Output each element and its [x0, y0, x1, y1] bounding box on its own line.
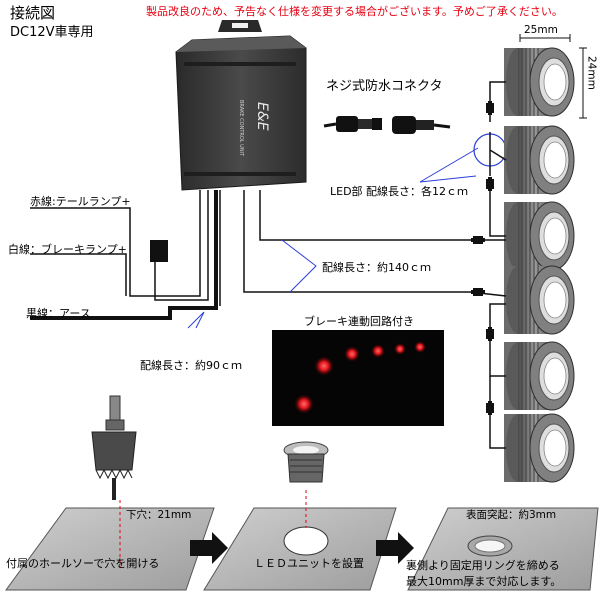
brake-circuit-label: ブレーキ連動回路付き [304, 315, 414, 328]
led-unit-5 [503, 341, 575, 411]
drilled-hole [283, 526, 329, 556]
white-wire-label: 白線：ブレーキランプ+ [8, 243, 127, 256]
hole-saw-illustration [91, 395, 137, 500]
arrow-icon [190, 532, 228, 564]
black-wire-label: 黒線：アース [26, 307, 91, 320]
controller-brand-text: BRAKE CONTROL UNIT [238, 100, 244, 157]
led-unit-6 [503, 413, 575, 483]
main-wire-length-label: 配線長さ：約140ｃｍ [322, 261, 431, 274]
led-unit-4 [503, 265, 575, 335]
main-wiring [30, 190, 470, 320]
waterproof-connector-photo [323, 116, 451, 134]
step2-label: ＬＥＤユニットを設置 [254, 557, 364, 570]
dimension-height: 24mm [585, 56, 598, 90]
length-bracket-led [419, 147, 479, 183]
led-group-lower [503, 265, 575, 483]
installed-led-illustration [467, 535, 513, 557]
brake-demo-leds [294, 341, 426, 414]
dimension-marks [519, 34, 587, 119]
page-subtitle: DC12V車専用 [10, 25, 94, 40]
step1-label: 付属のホールソーで穴を開ける [6, 557, 160, 570]
length-bracket-main [281, 239, 317, 293]
spec-change-notice: 製品改良のため、予告なく仕様を変更する場合がございます。予めご了承ください。 [146, 5, 563, 18]
led-unit-1 [503, 47, 575, 117]
step3-label-line1: 裏側より固定用リングを締める [406, 559, 560, 572]
splice-connector [150, 240, 168, 262]
connector-label: ネジ式防水コネクタ [326, 79, 443, 94]
controller-unit: E&E BRAKE CONTROL UNIT [175, 20, 307, 191]
length-bracket-power [187, 311, 205, 329]
hole-size-label: 下穴：21mm [126, 509, 192, 521]
red-wire-label: 赤線:テールランプ+ [30, 195, 131, 208]
step-arrows [190, 532, 414, 564]
arrow-icon [376, 532, 414, 564]
led-unit-install-illustration [283, 441, 329, 483]
led-unit-3 [503, 201, 575, 271]
led-wire-length-label: LED部 配線長さ：各12ｃｍ [330, 185, 469, 198]
led-unit-2 [503, 125, 575, 195]
led-chain-wiring [469, 81, 507, 449]
dimension-width: 25mm [524, 24, 558, 36]
power-wire-length-label: 配線長さ：約90ｃｍ [140, 359, 242, 372]
protrusion-label: 表面突起：約3mm [466, 509, 557, 521]
step3-label-line2: 最大10mm厚まで対応します。 [406, 575, 562, 588]
page-title: 接続図 [10, 4, 56, 22]
led-group-upper [503, 47, 575, 271]
controller-logo: E&E [254, 102, 270, 131]
